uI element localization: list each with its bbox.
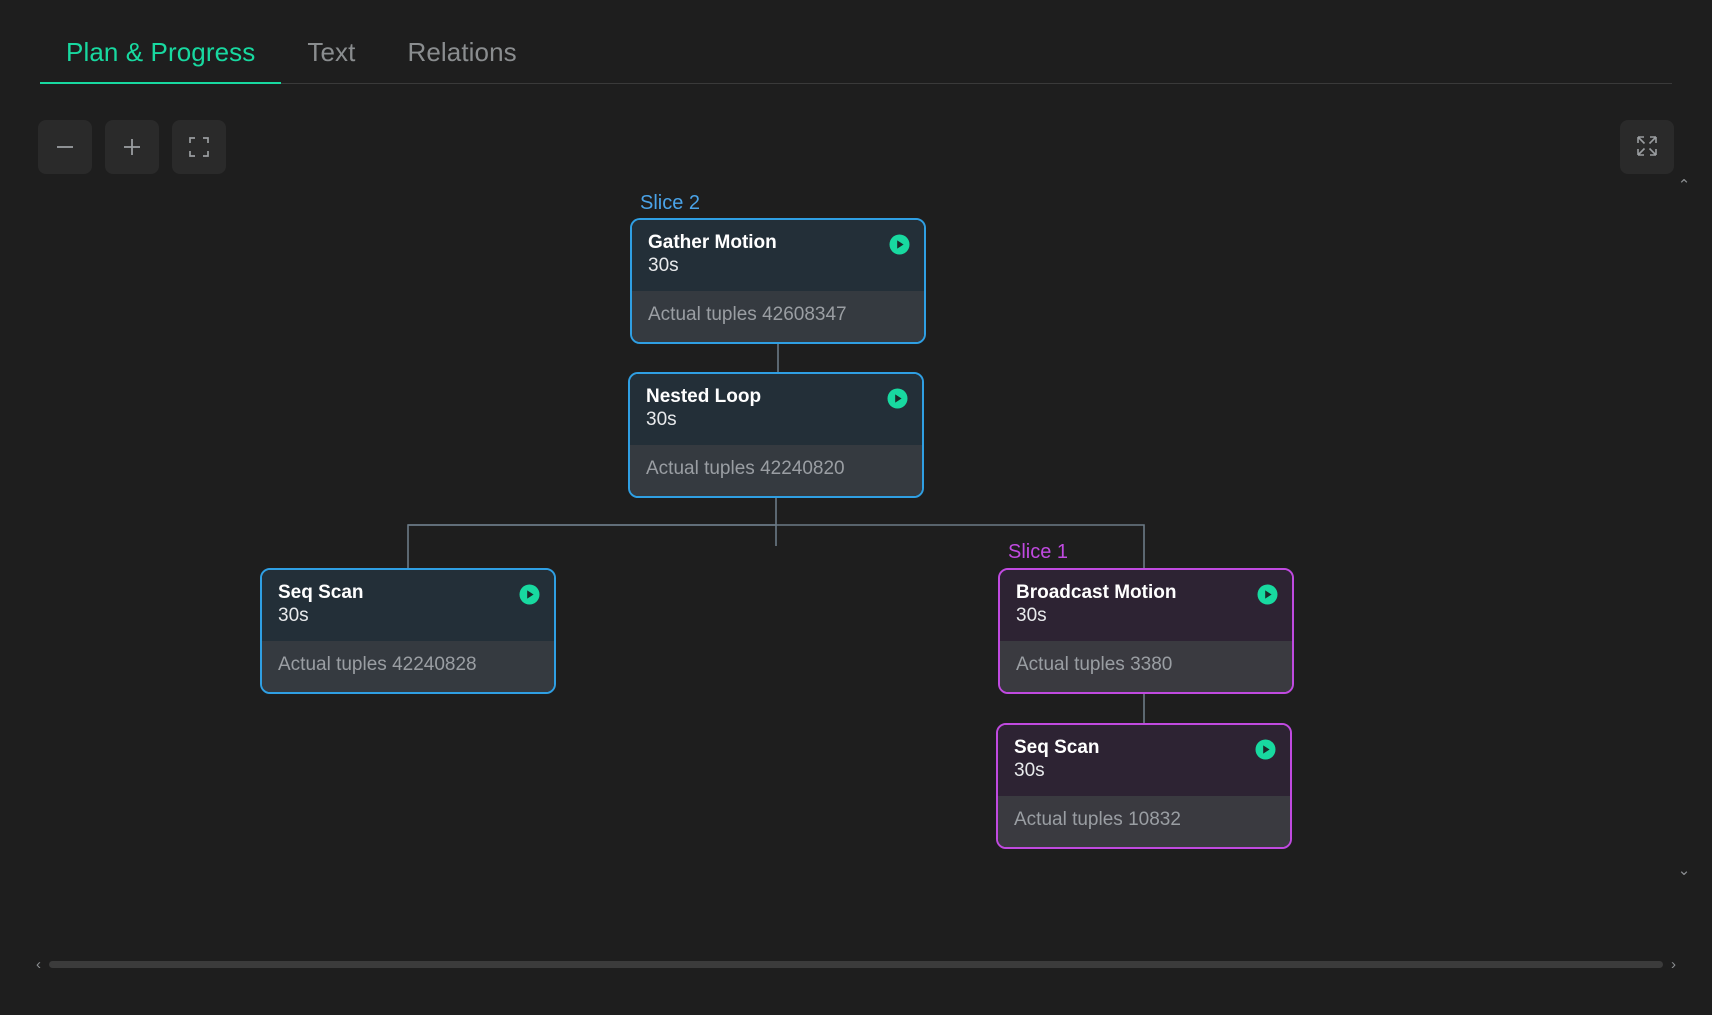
fit-frame-icon	[187, 135, 211, 159]
plan-node-seq-scan-left[interactable]: Seq Scan 30s Actual tuples 42240828	[260, 568, 556, 694]
scroll-left-icon[interactable]: ‹	[36, 957, 41, 972]
fit-to-screen-button[interactable]	[172, 120, 226, 174]
node-title: Nested Loop	[646, 386, 906, 408]
node-header: Nested Loop 30s	[630, 374, 922, 445]
play-icon[interactable]	[1257, 584, 1278, 605]
node-time: 30s	[1016, 605, 1276, 628]
node-time: 30s	[646, 409, 906, 432]
expand-arrows-icon	[1634, 133, 1660, 162]
plan-graph-canvas[interactable]: Slice 2 Gather Motion 30s Actual tuples …	[36, 178, 1676, 878]
node-title: Broadcast Motion	[1016, 582, 1276, 604]
node-actual-tuples: Actual tuples 42240828	[278, 655, 538, 676]
node-title: Gather Motion	[648, 232, 908, 254]
tab-relations[interactable]: Relations	[381, 37, 542, 84]
zoom-out-button[interactable]	[38, 120, 92, 174]
node-header: Broadcast Motion 30s	[1000, 570, 1292, 641]
node-title: Seq Scan	[278, 582, 538, 604]
play-icon[interactable]	[889, 234, 910, 255]
slice-label-slice-1: Slice 1	[1008, 542, 1068, 562]
node-time: 30s	[278, 605, 538, 628]
plan-node-nested-loop[interactable]: Nested Loop 30s Actual tuples 42240820	[628, 372, 924, 498]
minus-icon	[54, 136, 76, 158]
node-actual-tuples: Actual tuples 42608347	[648, 305, 908, 326]
node-body: Actual tuples 42608347	[632, 291, 924, 342]
scroll-up-icon[interactable]: ⌃	[1678, 178, 1691, 193]
plus-icon	[121, 136, 143, 158]
slice-label-slice-2: Slice 2	[640, 193, 700, 213]
expand-fullscreen-button[interactable]	[1620, 120, 1674, 174]
scroll-down-icon[interactable]: ⌄	[1678, 863, 1691, 878]
node-body: Actual tuples 42240820	[630, 445, 922, 496]
node-time: 30s	[648, 255, 908, 278]
tab-plan-and-progress[interactable]: Plan & Progress	[40, 37, 281, 84]
node-body: Actual tuples 3380	[1000, 641, 1292, 692]
tab-bar: Plan & Progress Text Relations	[0, 0, 1712, 84]
node-header: Seq Scan 30s	[262, 570, 554, 641]
node-time: 30s	[1014, 760, 1274, 783]
node-actual-tuples: Actual tuples 10832	[1014, 810, 1274, 831]
horizontal-scrollbar[interactable]: ‹ ›	[36, 953, 1676, 975]
horizontal-scroll-track[interactable]	[49, 961, 1663, 968]
tab-text[interactable]: Text	[281, 37, 381, 84]
plan-node-seq-scan-right[interactable]: Seq Scan 30s Actual tuples 10832	[996, 723, 1292, 849]
zoom-toolbar	[38, 120, 226, 174]
node-header: Seq Scan 30s	[998, 725, 1290, 796]
play-icon[interactable]	[519, 584, 540, 605]
zoom-in-button[interactable]	[105, 120, 159, 174]
node-header: Gather Motion 30s	[632, 220, 924, 291]
bottom-bar	[0, 975, 1712, 1015]
node-actual-tuples: Actual tuples 3380	[1016, 655, 1276, 676]
node-body: Actual tuples 42240828	[262, 641, 554, 692]
plan-node-broadcast-motion[interactable]: Broadcast Motion 30s Actual tuples 3380	[998, 568, 1294, 694]
plan-node-gather-motion[interactable]: Gather Motion 30s Actual tuples 42608347	[630, 218, 926, 344]
play-icon[interactable]	[1255, 739, 1276, 760]
vertical-scrollbar[interactable]: ⌃ ⌄	[1674, 178, 1694, 878]
node-title: Seq Scan	[1014, 737, 1274, 759]
play-icon[interactable]	[887, 388, 908, 409]
scroll-right-icon[interactable]: ›	[1671, 957, 1676, 972]
node-actual-tuples: Actual tuples 42240820	[646, 459, 906, 480]
node-body: Actual tuples 10832	[998, 796, 1290, 847]
